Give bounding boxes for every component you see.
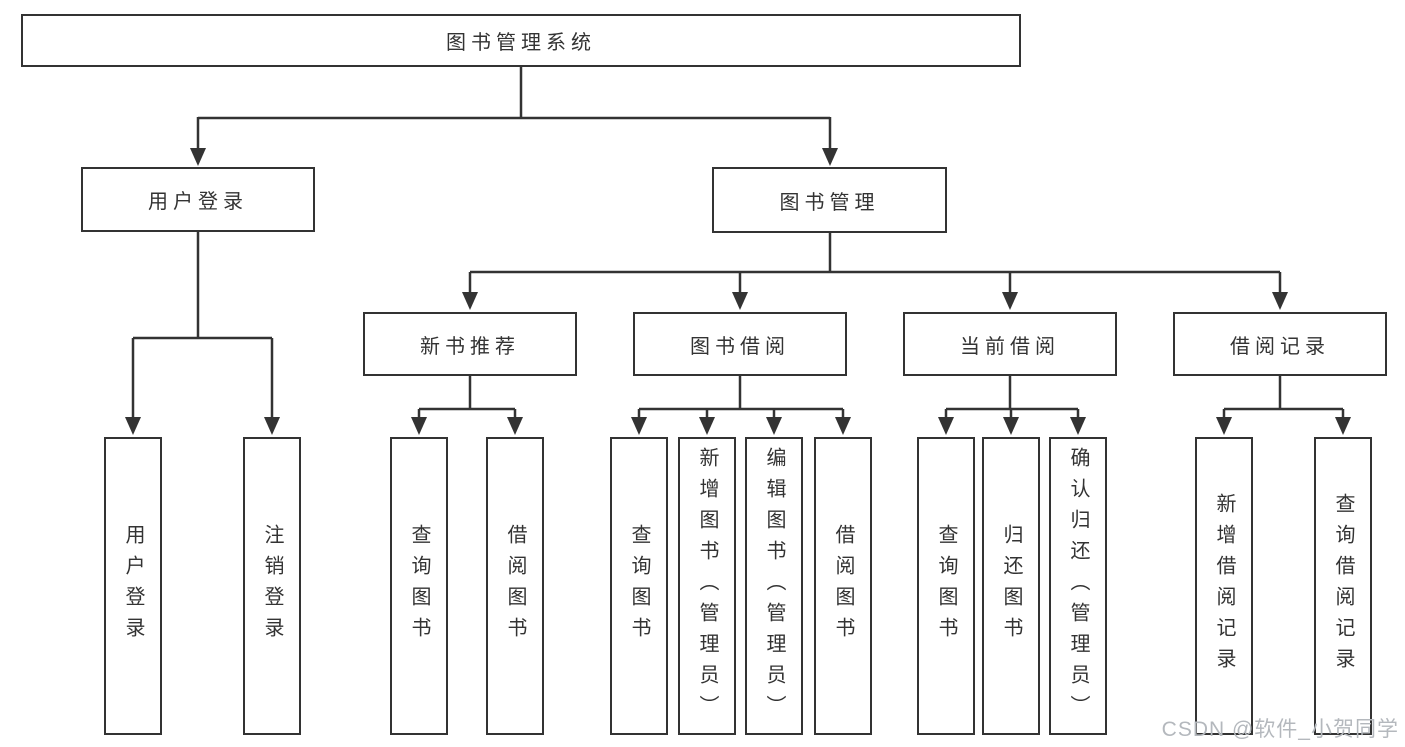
leaf-newbook-borrow-books: 借阅图书 (486, 437, 544, 735)
arrowhead-icon (835, 417, 851, 435)
leaf-user-login: 用户登录 (104, 437, 162, 735)
connector-new-book-rec-to-children (411, 376, 523, 435)
arrowhead-icon (822, 148, 838, 166)
arrowhead-icon (411, 417, 427, 435)
arrowhead-icon (1335, 417, 1351, 435)
leaf-borrowing-borrow-books: 借阅图书 (814, 437, 872, 735)
leaf-current-return-books: 归还图书 (982, 437, 1040, 735)
leaf-current-confirm-return-admin: 确认归还（管理员） (1049, 437, 1107, 735)
arrowhead-icon (1002, 292, 1018, 310)
arrowhead-icon (1216, 417, 1232, 435)
connector-borrow-records-to-children (1216, 376, 1351, 435)
watermark: CSDN @软件_小贺同学 (1161, 718, 1399, 741)
connector-book-borrow-to-children (631, 376, 851, 435)
node-new-book-recommend: 新书推荐 (363, 312, 577, 376)
connector-book-mgmt-to-modules (462, 233, 1288, 310)
arrowhead-icon (190, 148, 206, 166)
arrowhead-icon (766, 417, 782, 435)
arrowhead-icon (732, 292, 748, 310)
node-book-borrowing: 图书借阅 (633, 312, 847, 376)
arrowhead-icon (631, 417, 647, 435)
leaf-logout: 注销登录 (243, 437, 301, 735)
arrowhead-icon (938, 417, 954, 435)
arrowhead-icon (462, 292, 478, 310)
arrowhead-icon (1003, 417, 1019, 435)
node-current-borrowing: 当前借阅 (903, 312, 1117, 376)
leaf-records-query-record: 查询借阅记录 (1314, 437, 1372, 735)
connector-current-borrow-to-children (938, 376, 1086, 435)
connector-user-login-to-children (125, 232, 280, 435)
leaf-borrowing-edit-books-admin: 编辑图书（管理员） (745, 437, 803, 735)
arrowhead-icon (264, 417, 280, 435)
arrowhead-icon (1070, 417, 1086, 435)
leaf-current-query-books: 查询图书 (917, 437, 975, 735)
arrowhead-icon (507, 417, 523, 435)
arrowhead-icon (1272, 292, 1288, 310)
connector-root-to-branches (190, 67, 838, 166)
arrowhead-icon (699, 417, 715, 435)
node-user-login-module: 用户登录 (81, 167, 315, 232)
leaf-newbook-query-books: 查询图书 (390, 437, 448, 735)
leaf-records-add-record: 新增借阅记录 (1195, 437, 1253, 735)
arrowhead-icon (125, 417, 141, 435)
node-root-system: 图书管理系统 (21, 14, 1021, 67)
node-book-management-module: 图书管理 (712, 167, 947, 233)
leaf-borrowing-query-books: 查询图书 (610, 437, 668, 735)
leaf-borrowing-add-books-admin: 新增图书（管理员） (678, 437, 736, 735)
node-borrowing-records: 借阅记录 (1173, 312, 1387, 376)
